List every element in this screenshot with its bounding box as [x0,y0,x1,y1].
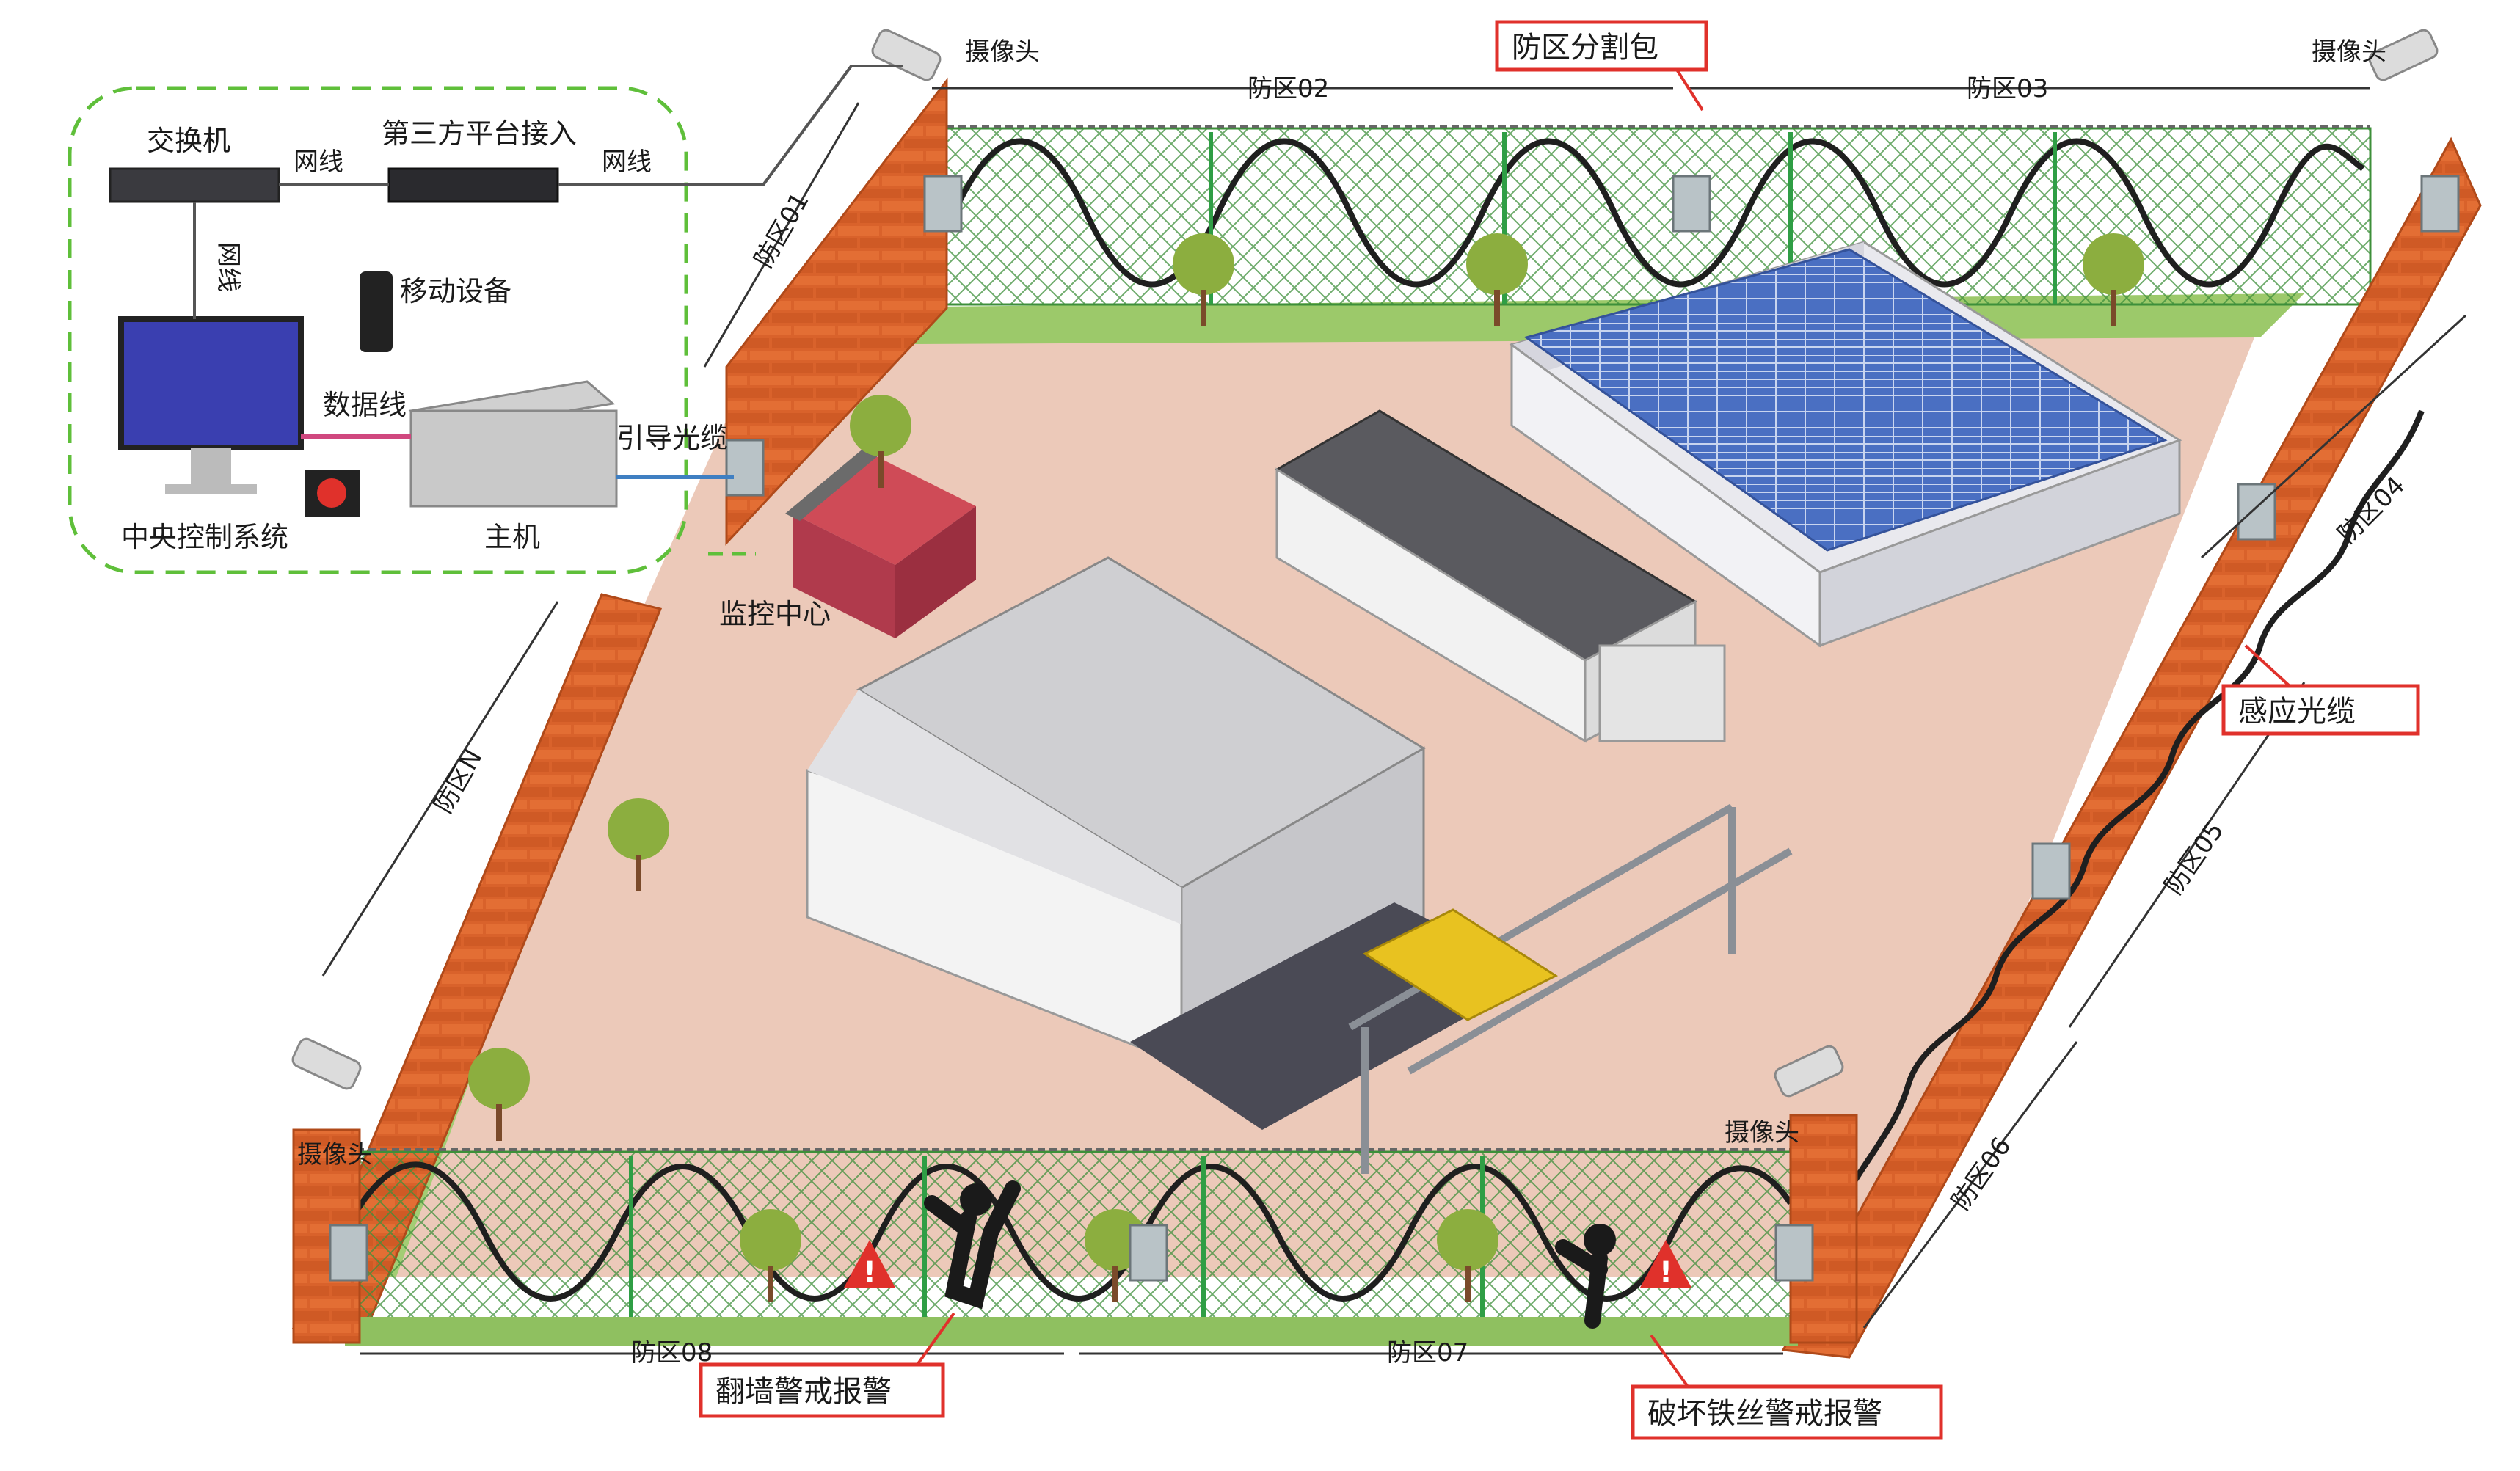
camera-label-bottom-left: 摄像头 [297,1140,372,1169]
zone-label-03: 防区03 [1967,74,2048,103]
svg-text:!: ! [1659,1256,1672,1290]
zone-label-02: 防区02 [1248,74,1329,103]
zone-label-n: 防区N [429,745,488,819]
host-device [408,380,618,508]
callout-wire-cut-alarm: 破坏铁丝警戒报警 [1631,1334,1943,1440]
zone-label-01: 防区01 [749,187,815,272]
switch-label: 交换机 [147,125,230,157]
zone-splitter-boxes [329,175,2460,1282]
camera-label-top-right: 摄像头 [2312,37,2386,67]
zone-label-07: 防区07 [1387,1338,1468,1368]
network-cable-label-2: 网线 [602,147,652,177]
front-fence [343,1148,1799,1346]
data-cable-label: 数据线 [323,389,407,421]
intruder-cutting [1555,1224,1616,1329]
back-fence [945,125,2372,306]
camera-bottom-right [1774,1045,1844,1098]
switch-device [109,167,280,203]
alarm-icon-left: ! [844,1240,895,1290]
camera-bottom-left [291,1037,362,1090]
mobile-phone-icon [360,271,393,352]
zone-label-04: 防区04 [2332,471,2411,550]
zone-label-05: 防区05 [2159,817,2230,900]
svg-text:翻墙警戒报警: 翻墙警戒报警 [715,1375,892,1409]
callout-wall-climb-alarm: 翻墙警戒报警 [699,1312,955,1418]
monitoring-center-house [785,440,976,638]
callout-zone-splitter: 防区分割包 [1495,20,1708,112]
svg-text:破坏铁丝警戒报警: 破坏铁丝警戒报警 [1647,1397,1882,1431]
alarm-icon-right: ! [1640,1240,1691,1290]
third-party-device [387,167,559,203]
trees [468,233,2144,1302]
small-warehouse [1275,409,1726,743]
wall-right [1781,136,2482,1359]
callout-sensing-cable: 感应光缆 [2221,644,2420,736]
gantry-crane [1348,803,1793,1174]
camera-label-bottom-right: 摄像头 [1725,1118,1799,1147]
solar-warehouse [1509,241,2182,648]
camera-top-right [2368,29,2439,81]
mobile-label: 移动设备 [400,275,511,307]
lead-cable-label: 引导光缆 [616,422,728,454]
connection-lines [193,65,903,556]
third-party-label: 第三方平台接入 [382,117,577,150]
camera-label-top-left: 摄像头 [965,37,1040,67]
camera-top-left [871,29,942,81]
monitor-center-label: 监控中心 [719,598,831,630]
central-control-label: 中央控制系统 [121,521,288,553]
monitor-device [118,316,304,494]
zone-dimension-lines [321,87,2467,1355]
svg-text:感应光缆: 感应光缆 [2238,695,2356,729]
network-cable-label-1: 网线 [294,147,343,177]
sensing-cable-right [1817,409,2425,1249]
intruder-climbing [924,1180,1021,1310]
svg-text:防区分割包: 防区分割包 [1512,31,1658,65]
zone-label-08: 防区08 [631,1338,713,1368]
host-label: 主机 [484,521,540,553]
svg-text:!: ! [863,1256,876,1290]
alarm-light-icon [305,470,360,517]
network-cable-label-3: 网线 [214,242,243,292]
